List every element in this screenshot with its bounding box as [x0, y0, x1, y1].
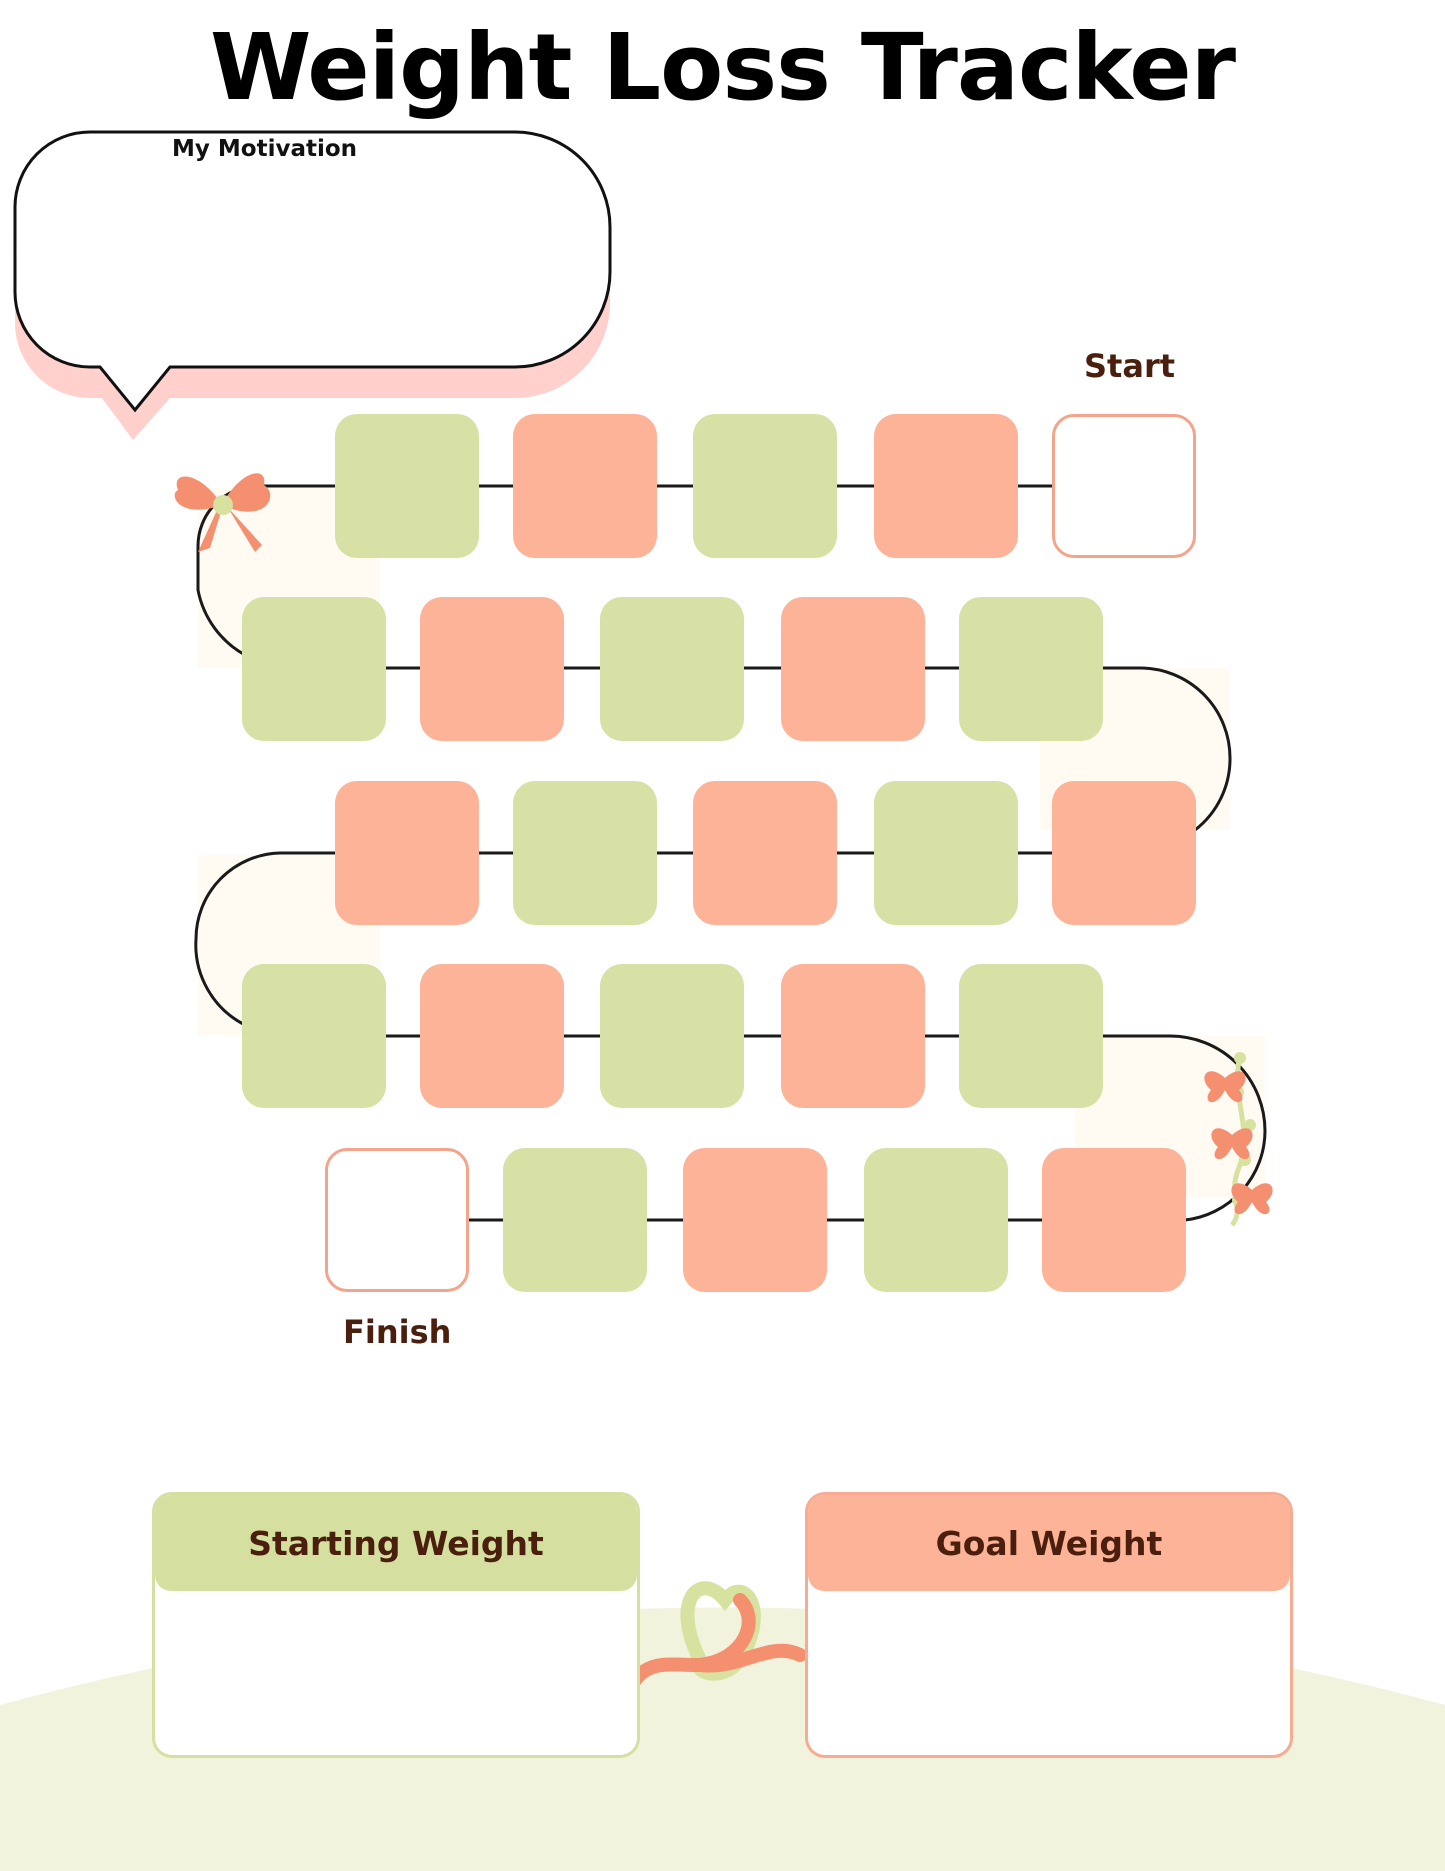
- tracker-box[interactable]: [513, 781, 657, 925]
- tracker-box[interactable]: [693, 414, 837, 558]
- tracker-box[interactable]: [864, 1148, 1008, 1292]
- tracker-box[interactable]: [242, 597, 386, 741]
- starting-weight-field[interactable]: [155, 1591, 637, 1755]
- tracker-box[interactable]: [874, 781, 1018, 925]
- motivation-label: My Motivation: [172, 136, 358, 162]
- tracker-box[interactable]: [420, 597, 564, 741]
- finish-box[interactable]: [325, 1148, 469, 1292]
- tracker-box[interactable]: [781, 597, 925, 741]
- motivation-bubble: [13, 130, 612, 440]
- goal-weight-label: Goal Weight: [808, 1495, 1290, 1591]
- tracker-box[interactable]: [1052, 781, 1196, 925]
- tracker-box[interactable]: [242, 964, 386, 1108]
- tracker-box[interactable]: [600, 597, 744, 741]
- starting-weight-label: Starting Weight: [155, 1495, 637, 1591]
- finish-label: Finish: [343, 1313, 452, 1351]
- goal-weight-field[interactable]: [808, 1591, 1290, 1755]
- bow-icon: [174, 473, 271, 552]
- start-box[interactable]: [1052, 414, 1196, 558]
- tracker-box[interactable]: [513, 414, 657, 558]
- start-label: Start: [1084, 347, 1176, 385]
- tracker-box[interactable]: [874, 414, 1018, 558]
- tracker-box[interactable]: [959, 597, 1103, 741]
- tracker-box[interactable]: [683, 1148, 827, 1292]
- tracker-box[interactable]: [335, 414, 479, 558]
- tracker-box[interactable]: [335, 781, 479, 925]
- page-title: Weight Loss Tracker: [210, 14, 1236, 121]
- tracker-box[interactable]: [600, 964, 744, 1108]
- tracker-box[interactable]: [959, 964, 1103, 1108]
- tracker-box[interactable]: [503, 1148, 647, 1292]
- tracker-box[interactable]: [693, 781, 837, 925]
- ribbon-icon: [628, 1581, 807, 1687]
- tracker-box[interactable]: [1042, 1148, 1186, 1292]
- goal-weight-card[interactable]: Goal Weight: [805, 1492, 1293, 1758]
- starting-weight-card[interactable]: Starting Weight: [152, 1492, 640, 1758]
- tracker-box[interactable]: [420, 964, 564, 1108]
- butterfly-icon: [1204, 1052, 1273, 1227]
- tracker-box[interactable]: [781, 964, 925, 1108]
